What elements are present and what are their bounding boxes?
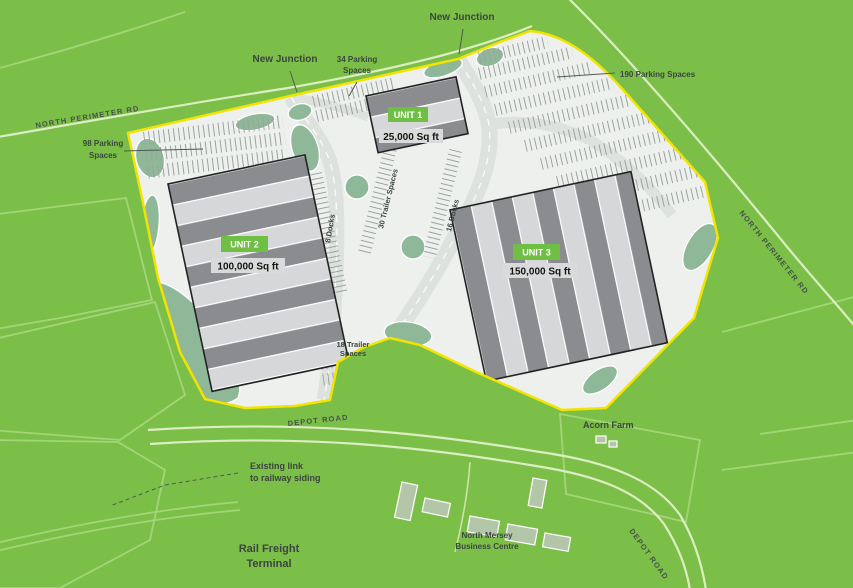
- label-18-trailer-line1: 18 Trailer: [337, 340, 370, 349]
- leader-parking-190: [556, 72, 616, 78]
- parking-row: [478, 46, 574, 80]
- unit1-area-label: 25,000 Sq ft: [383, 132, 439, 143]
- roundabout-island: [344, 174, 370, 200]
- business-centre-building: [541, 532, 572, 552]
- unit3-badge-label: UNIT 3: [522, 248, 551, 258]
- leader-parking-98: [123, 148, 204, 152]
- business-centre-access-road: [454, 461, 471, 553]
- business-centre-building: [527, 477, 548, 509]
- north-perimeter-road-nw: [0, 24, 533, 138]
- unit3-badge: [513, 244, 560, 260]
- parking-row: [556, 146, 688, 188]
- leader-parking-34: [348, 81, 358, 97]
- unit2-area-label: 100,000 Sq ft: [217, 262, 279, 273]
- terrain-layer: [0, 11, 853, 588]
- label-acorn-farm: Acorn Farm: [583, 420, 634, 430]
- label-rail-freight-line1: Rail Freight: [239, 543, 300, 555]
- railway-line: [0, 501, 239, 544]
- north-perimeter-road-e: [568, 0, 853, 326]
- unit-labels-layer: UNIT 1 25,000 Sq ft UNIT 2 100,000 Sq ft…: [211, 107, 577, 278]
- label-18-trailer-line2: Spaces: [340, 349, 366, 358]
- unit3-area-label: 150,000 Sq ft: [509, 267, 571, 278]
- unit2-badge-label: UNIT 2: [230, 240, 259, 250]
- business-centre-building: [393, 481, 419, 522]
- parking-row: [508, 93, 633, 134]
- unit1-badge: [388, 107, 428, 122]
- site-boundary: [126, 29, 720, 412]
- parking-row: [312, 77, 395, 108]
- parking-row: [493, 77, 614, 116]
- business-centre-building: [504, 523, 539, 546]
- railway-line: [0, 509, 241, 552]
- leader-new-junction-2: [458, 28, 464, 55]
- parking-row: [145, 131, 286, 162]
- label-business-centre-line1: North Mersey: [461, 531, 513, 540]
- business-centre-building: [466, 515, 501, 538]
- label-business-centre-line2: Business Centre: [455, 542, 519, 551]
- site-interior: [134, 36, 718, 406]
- label-existing-link-line2: to railway siding: [250, 473, 321, 483]
- parking-row: [147, 148, 288, 179]
- label-existing-link-line1: Existing link: [250, 461, 304, 471]
- leader-lines-layer: [109, 28, 616, 507]
- parking-row: [540, 128, 670, 170]
- parking-row: [524, 111, 652, 152]
- label-parking-34-line2: Spaces: [343, 66, 372, 75]
- business-centre-building: [421, 497, 452, 518]
- label-parking-98-line1: 98 Parking: [83, 139, 124, 148]
- unit1-badge-label: UNIT 1: [394, 110, 423, 120]
- label-rail-freight-line2: Terminal: [246, 558, 291, 570]
- parking-row: [143, 114, 284, 145]
- unit2-building: [167, 153, 350, 393]
- unit2-badge: [221, 236, 268, 252]
- label-parking-98-line2: Spaces: [89, 151, 118, 160]
- parking-row: [484, 61, 594, 98]
- label-new-junction-2: New Junction: [429, 12, 494, 23]
- docks-16-strip: [422, 148, 462, 259]
- label-parking-34-line1: 34 Parking: [337, 55, 378, 64]
- trailer-30-strip: [357, 137, 399, 256]
- parking-row: [478, 36, 549, 64]
- parking-98: [143, 114, 288, 179]
- leader-new-junction-1: [289, 70, 298, 93]
- acorn-farm-building: [595, 435, 607, 444]
- offsite-buildings-layer: [393, 435, 618, 552]
- unit3-area-plate: [503, 263, 577, 278]
- unit2-area-plate: [211, 258, 285, 273]
- label-new-junction-1: New Junction: [252, 54, 317, 65]
- label-parking-190: 190 Parking Spaces: [620, 70, 696, 79]
- acorn-farm-building: [608, 440, 618, 448]
- depot-road-south-edge: [149, 439, 691, 588]
- docks-8-strip: [310, 172, 348, 297]
- leader-rail-link-dashed: [109, 472, 239, 507]
- roundabout-island: [400, 234, 426, 260]
- depot-road-north-edge: [147, 425, 707, 588]
- unit1-area-plate: [379, 129, 443, 143]
